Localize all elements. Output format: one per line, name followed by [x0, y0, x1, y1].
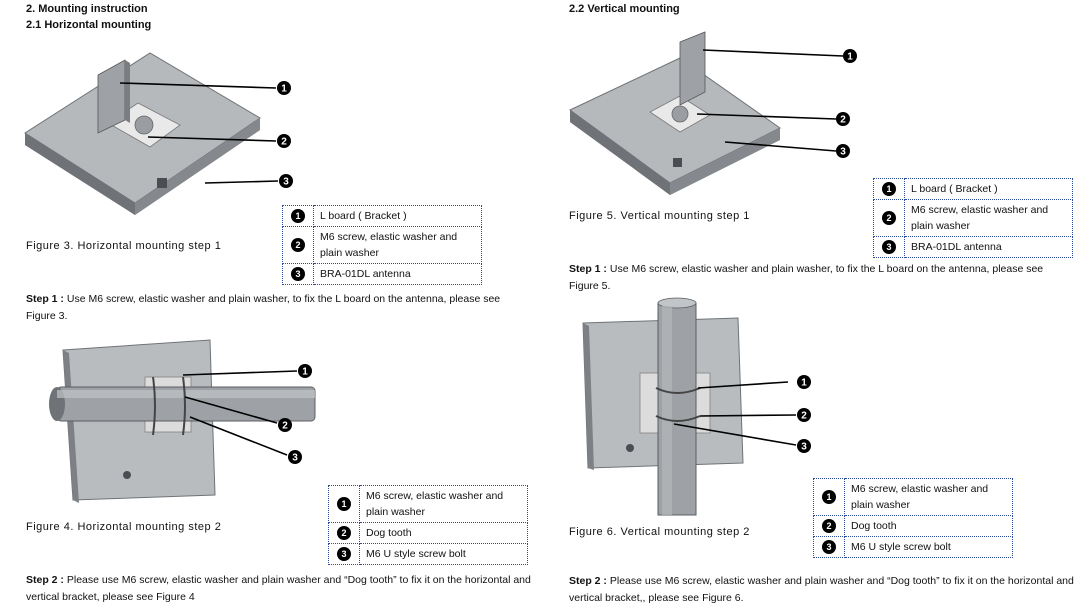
figure-6-caption: Figure 6. Vertical mounting step 2 [569, 526, 750, 538]
callout-2-marker [277, 134, 291, 148]
figure-6-callouts: 1 2 3 [673, 375, 811, 453]
legend-text: M6 screw, elastic washer and plain washe… [359, 485, 528, 523]
legend-row: 3 BRA-01DL antenna [873, 236, 1073, 258]
legend-text: L board ( Bracket ) [313, 205, 482, 227]
figure-6-illustration [582, 297, 744, 516]
step-2-text: Please use M6 screw, elastic washer and … [26, 574, 531, 603]
callout-2-number: 2 [282, 421, 288, 432]
figure-3-callouts: 1 2 3 [119, 81, 293, 188]
figure-3-legend-table: 1 L board ( Bracket ) 2 M6 screw, elasti… [282, 205, 482, 285]
legend-text: M6 screw, elastic washer and plain washe… [844, 478, 1013, 516]
legend-text: Dog tooth [359, 522, 528, 544]
legend-row: 2 Dog tooth [813, 515, 1013, 537]
step-1-label: Step 1 : [569, 263, 607, 275]
figure-3-caption: Figure 3. Horizontal mounting step 1 [26, 240, 222, 252]
legend-row: 2 M6 screw, elastic washer and plain was… [282, 226, 482, 264]
legend-row: 3 M6 U style screw bolt [813, 536, 1013, 558]
callout-2-number: 2 [840, 115, 846, 126]
callout-1-number: 1 [281, 84, 287, 95]
legend-text: Dog tooth [844, 515, 1013, 537]
number-badge-3: 3 [822, 540, 836, 554]
callout-1-marker [797, 375, 811, 389]
step-2-label: Step 2 : [26, 574, 64, 586]
figure-6-legend-table: 1 M6 screw, elastic washer and plain was… [813, 478, 1013, 558]
number-badge-1: 1 [882, 182, 896, 196]
step-1-text: Use M6 screw, elastic washer and plain w… [569, 263, 1044, 292]
callout-1-marker [277, 81, 291, 95]
callout-3-number: 3 [840, 147, 846, 158]
legend-row: 1 L board ( Bracket ) [282, 205, 482, 227]
callout-3-number: 3 [801, 442, 807, 453]
legend-text: BRA-01DL antenna [313, 263, 482, 285]
legend-text: BRA-01DL antenna [904, 236, 1073, 258]
callout-3-marker [797, 439, 811, 453]
callout-3-number: 3 [292, 453, 298, 464]
step-1-horizontal: Step 1 : Use M6 screw, elastic washer an… [26, 291, 526, 325]
callout-1-number: 1 [302, 367, 308, 378]
legend-text: L board ( Bracket ) [904, 178, 1073, 200]
step-1-text: Use M6 screw, elastic washer and plain w… [26, 293, 501, 322]
figure-4-caption: Figure 4. Horizontal mounting step 2 [26, 521, 222, 533]
number-badge-2: 2 [337, 526, 351, 540]
legend-row: 3 M6 U style screw bolt [328, 543, 528, 565]
figure-5-legend-table: 1 L board ( Bracket ) 2 M6 screw, elasti… [873, 178, 1073, 258]
callout-3-marker [279, 174, 293, 188]
number-badge-1: 1 [337, 497, 351, 511]
legend-text: M6 screw, elastic washer and plain washe… [904, 199, 1073, 237]
section-title: 2. Mounting instruction [26, 3, 148, 15]
legend-row: 2 Dog tooth [328, 522, 528, 544]
number-badge-3: 3 [882, 240, 896, 254]
figure-5-caption: Figure 5. Vertical mounting step 1 [569, 210, 750, 222]
callout-1-number: 1 [847, 52, 853, 63]
legend-row: 3 BRA-01DL antenna [282, 263, 482, 285]
number-badge-2: 2 [291, 238, 305, 252]
step-2-horizontal: Step 2 : Please use M6 screw, elastic wa… [26, 572, 536, 606]
step-2-vertical: Step 2 : Please use M6 screw, elastic wa… [569, 573, 1079, 607]
figure-4-legend-table: 1 M6 screw, elastic washer and plain was… [328, 485, 528, 565]
callout-3-marker [836, 144, 850, 158]
number-badge-2: 2 [822, 519, 836, 533]
step-1-vertical: Step 1 : Use M6 screw, elastic washer an… [569, 261, 1069, 295]
callout-1-marker [298, 364, 312, 378]
step-2-label: Step 2 : [569, 575, 607, 587]
legend-text: M6 U style screw bolt [844, 536, 1013, 558]
legend-text: M6 U style screw bolt [359, 543, 528, 565]
legend-row: 1 M6 screw, elastic washer and plain was… [328, 485, 528, 523]
number-badge-1: 1 [822, 490, 836, 504]
figure-5-callouts: 1 2 3 [696, 49, 857, 158]
legend-row: 1 M6 screw, elastic washer and plain was… [813, 478, 1013, 516]
figure-3-illustration [24, 52, 261, 215]
callout-1-marker [843, 49, 857, 63]
step-2-text: Please use M6 screw, elastic washer and … [569, 575, 1074, 604]
figure-4-illustration [49, 339, 316, 503]
callout-1-number: 1 [801, 378, 807, 389]
number-badge-1: 1 [291, 209, 305, 223]
callout-2-marker [278, 418, 292, 432]
legend-text: M6 screw, elastic washer and plain washe… [313, 226, 482, 264]
subsection-title-horizontal: 2.1 Horizontal mounting [26, 19, 152, 31]
subsection-title-vertical: 2.2 Vertical mounting [569, 3, 680, 15]
callout-3-marker [288, 450, 302, 464]
legend-row: 2 M6 screw, elastic washer and plain was… [873, 199, 1073, 237]
number-badge-2: 2 [882, 211, 896, 225]
figure-4-callouts: 1 2 3 [182, 364, 312, 464]
callout-2-marker [836, 112, 850, 126]
callout-2-number: 2 [281, 137, 287, 148]
legend-row: 1 L board ( Bracket ) [873, 178, 1073, 200]
callout-3-number: 3 [283, 177, 289, 188]
step-1-label: Step 1 : [26, 293, 64, 305]
callout-2-number: 2 [801, 411, 807, 422]
callout-2-marker [797, 408, 811, 422]
number-badge-3: 3 [291, 267, 305, 281]
number-badge-3: 3 [337, 547, 351, 561]
